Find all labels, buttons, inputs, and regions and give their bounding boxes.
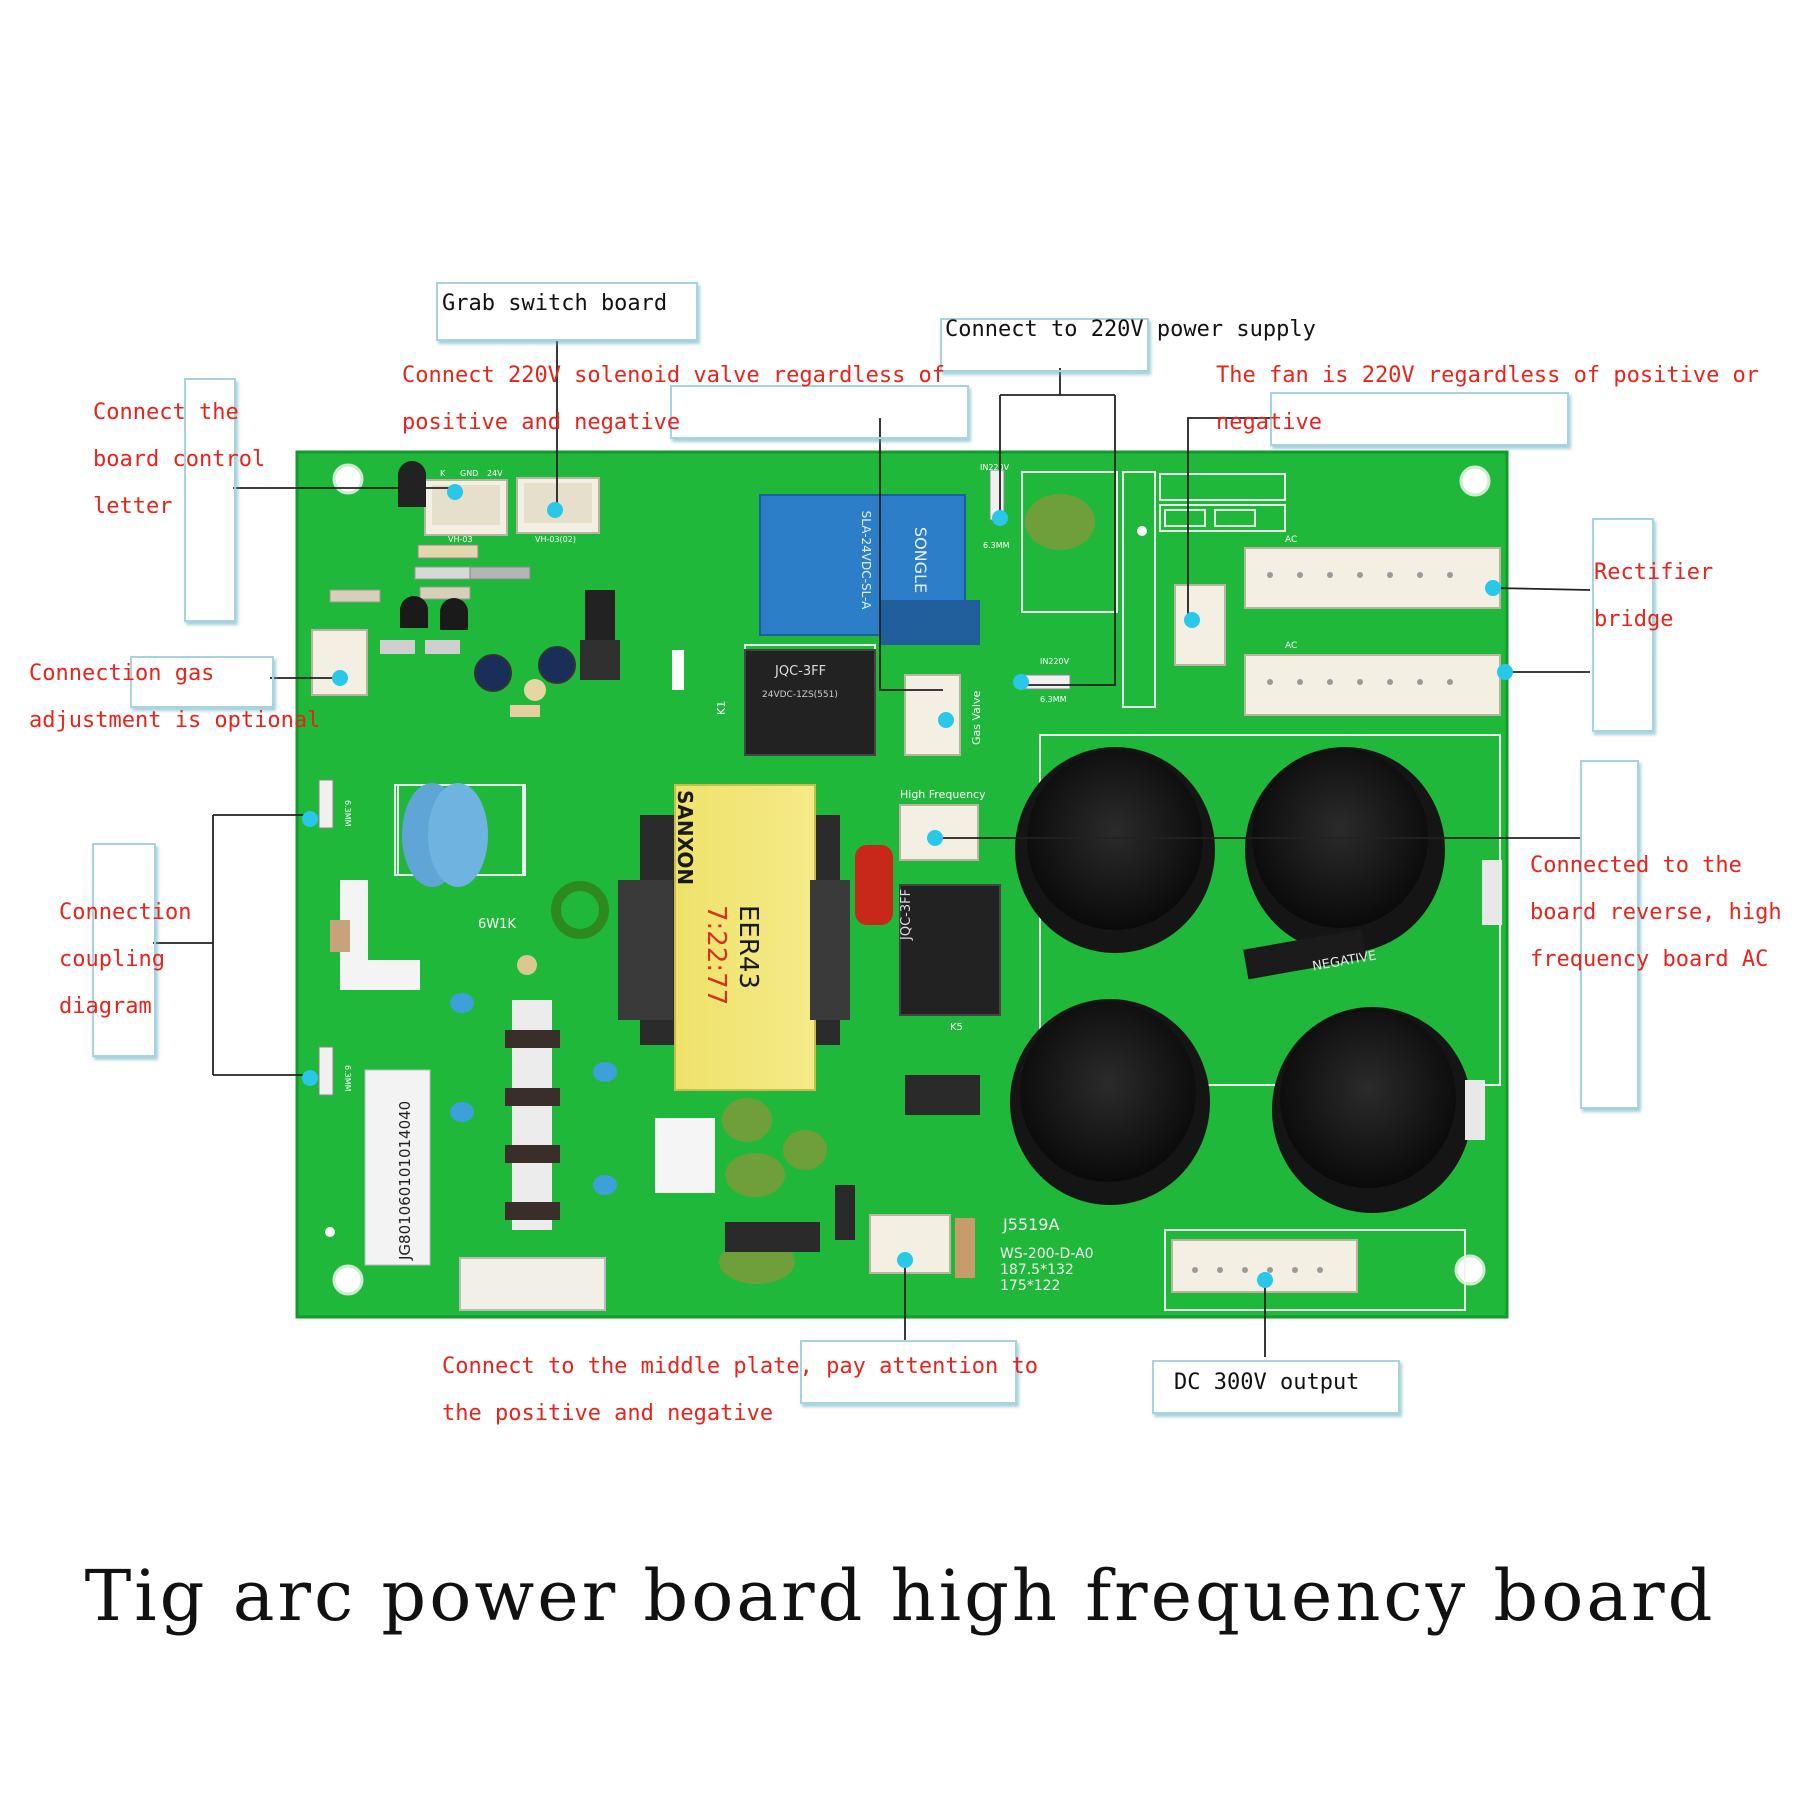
- ac-label-bot: AC: [1285, 641, 1297, 651]
- box-dc-output: [1152, 1360, 1400, 1414]
- label-solenoid-1: Connect 220V solenoid valve regardless o…: [402, 363, 946, 388]
- svg-text:K: K: [440, 469, 446, 478]
- ac-label-top: AC: [1285, 535, 1297, 545]
- label-coupling-2: coupling: [59, 947, 165, 972]
- marker-dot: [1497, 664, 1513, 680]
- label-middle-2: the positive and negative: [442, 1401, 774, 1426]
- board-size1-text: 187.5*132: [1000, 1262, 1074, 1278]
- label-coupling-3: diagram: [59, 994, 152, 1019]
- connector-top-left: [424, 479, 508, 536]
- page-title: Tig arc power board high frequency board: [84, 1555, 1716, 1637]
- ac-rail-bottom: [1244, 654, 1501, 716]
- label-coupling-1: Connection: [59, 900, 192, 925]
- mount-hole: [1459, 465, 1491, 497]
- marker-dot: [897, 1252, 913, 1268]
- box-gas: [130, 656, 274, 708]
- label-board-control-1: Connect the: [93, 400, 239, 425]
- marker-dot: [938, 712, 954, 728]
- label-board-control-2: board control: [93, 447, 266, 472]
- label-fan-1: The fan is 220V regardless of positive o…: [1216, 363, 1760, 388]
- box-grab-switch: [436, 282, 698, 341]
- box-fan: [1270, 392, 1569, 446]
- relay-model-text: SLA-24VDC-SL-A: [859, 511, 873, 610]
- k1-label: K1: [715, 701, 728, 715]
- relay-k5: JQC-3FF: [899, 884, 1001, 1016]
- marker-dot: [302, 811, 318, 827]
- gas-valve-label: Gas Valve: [970, 691, 983, 745]
- board-size2-text: 175*122: [1000, 1278, 1060, 1294]
- marker-dot: [332, 670, 348, 686]
- barcode-text: JG801060101014040: [396, 1101, 414, 1261]
- box-board-control: [184, 378, 236, 622]
- in220v-label-bot: IN220V: [1040, 657, 1070, 666]
- box-coupling: [92, 843, 156, 1057]
- box-middle: [800, 1340, 1017, 1404]
- in220v-label-top: IN220V: [980, 463, 1010, 472]
- label-dc-output: DC 300V output: [1174, 1370, 1360, 1395]
- marker-dot: [927, 830, 943, 846]
- label-reverse-1: Connected to the: [1530, 853, 1742, 878]
- marker-dot: [447, 484, 463, 500]
- marker-dot: [1013, 674, 1029, 690]
- transformer-model-text: EER43: [733, 905, 763, 989]
- relay-k5-text: JQC-3FF: [899, 889, 914, 941]
- mount-hole: [332, 463, 364, 495]
- label-rectifier-1: Rectifier: [1594, 560, 1714, 585]
- label-reverse-3: frequency board AC: [1530, 947, 1769, 972]
- relay-k1: JQC-3FF 24VDC-1ZS(551): [744, 649, 876, 756]
- label-grab-switch: Grab switch board: [442, 291, 668, 316]
- choke-coil: [397, 783, 524, 887]
- svg-text:24V: 24V: [487, 469, 503, 478]
- marker-dot: [1257, 1272, 1273, 1288]
- dc-output-rail: [1171, 1239, 1358, 1293]
- mm63-left-top: 6.3MM: [343, 800, 352, 827]
- box-supply: [940, 318, 1149, 372]
- label-connect-supply: Connect to 220V power supply: [945, 317, 1316, 342]
- transformer-brand-text: SANXON: [673, 790, 697, 885]
- mount-hole: [1454, 1254, 1486, 1286]
- label-gas-1: Connection gas: [29, 661, 215, 686]
- box-rectifier: [1592, 518, 1654, 732]
- k5-label: K5: [950, 1022, 963, 1033]
- board-model-text: WS-200-D-A0: [1000, 1246, 1094, 1262]
- mm63-label-top: 6.3MM: [983, 541, 1010, 550]
- relay-k1-text2: 24VDC-1ZS(551): [762, 690, 838, 700]
- transformer: EER43 7:22:77 SANXON: [618, 784, 850, 1091]
- label-middle-1: Connect to the middle plate, pay attenti…: [442, 1354, 1039, 1379]
- ac-rail-top: [1244, 547, 1501, 609]
- label-rectifier-2: bridge: [1594, 607, 1674, 632]
- high-frequency-label: High Frequency: [900, 788, 986, 801]
- marker-dot: [302, 1070, 318, 1086]
- svg-text:VH-03(02): VH-03(02): [535, 535, 576, 544]
- marker-dot: [547, 502, 563, 518]
- relay-songle: SONGLE SLA-24VDC-SL-A: [759, 494, 980, 645]
- electrolytic-capacitors: NEGATIVE: [1010, 747, 1502, 1213]
- relay-brand-text: SONGLE: [911, 527, 930, 593]
- svg-text:GND: GND: [460, 469, 478, 478]
- label-fan-2: negative: [1216, 410, 1322, 435]
- mm63-label-bot: 6.3MM: [1040, 695, 1067, 704]
- box-reverse: [1580, 760, 1639, 1109]
- mount-hole: [332, 1264, 364, 1296]
- marker-dot: [992, 510, 1008, 526]
- box-solenoid: [670, 385, 969, 439]
- transformer-ratio-text: 7:22:77: [701, 905, 731, 1005]
- mm63-left-bot: 6.3MM: [343, 1065, 352, 1092]
- marker-dot: [1485, 580, 1501, 596]
- label-gas-2: adjustment is optional: [29, 708, 321, 733]
- relay-k1-text: JQC-3FF: [774, 664, 826, 679]
- 6w1k-label: 6W1K: [478, 917, 516, 932]
- svg-text:VH-03: VH-03: [448, 535, 473, 544]
- label-reverse-2: board reverse, high: [1530, 900, 1782, 925]
- label-solenoid-2: positive and negative: [402, 410, 681, 435]
- board-code-text: J5519A: [1002, 1215, 1059, 1234]
- marker-dot: [1184, 612, 1200, 628]
- label-board-control-3: letter: [93, 494, 173, 519]
